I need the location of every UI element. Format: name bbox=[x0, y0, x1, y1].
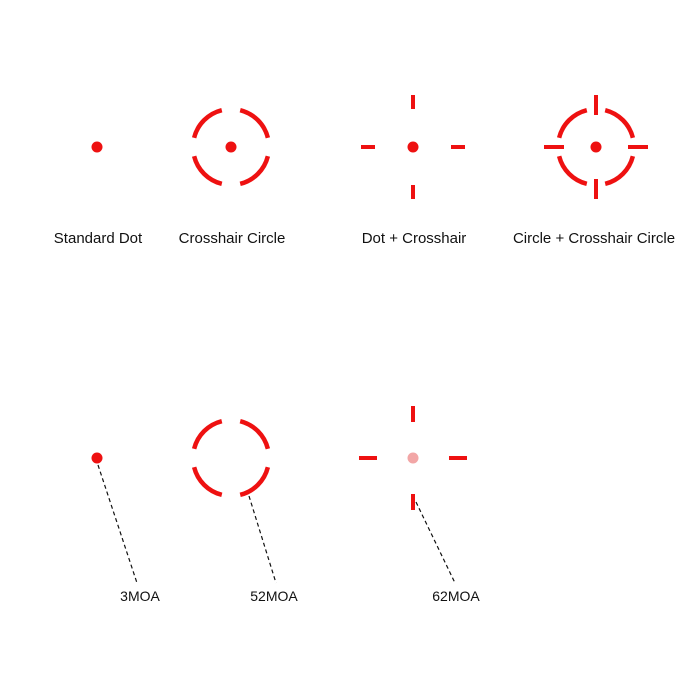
center-dot bbox=[91, 141, 103, 153]
circle-arc-segment bbox=[191, 155, 223, 187]
center-dot bbox=[91, 452, 103, 464]
reticle-label-dot-crosshair: Dot + Crosshair bbox=[361, 230, 467, 247]
reticle-label-crosshair-circle: Crosshair Circle bbox=[178, 230, 286, 247]
crosshair-ticks bbox=[359, 406, 467, 510]
dot-reticle-icon bbox=[91, 141, 103, 153]
circle-arc-segment bbox=[191, 107, 223, 139]
circle-arc-segment bbox=[604, 107, 636, 139]
circle-arc-segment bbox=[239, 107, 271, 139]
leader-line-52moa bbox=[248, 495, 277, 584]
circle-arc-segment bbox=[556, 155, 588, 187]
center-dot bbox=[590, 141, 602, 153]
circle-arc-segment bbox=[191, 466, 223, 498]
circle-dot-reticle-icon bbox=[191, 107, 271, 187]
crosshair-ticks bbox=[361, 95, 465, 199]
crosshair-ticks bbox=[544, 95, 648, 199]
circle-only-icon bbox=[191, 418, 271, 498]
dot-only-icon bbox=[91, 452, 103, 464]
center-dot bbox=[225, 141, 237, 153]
circle-arc-segment bbox=[239, 155, 271, 187]
circle-arc-segment bbox=[604, 155, 636, 187]
crosshair-dot-reticle-icon bbox=[361, 95, 465, 199]
segmented-circle bbox=[556, 107, 636, 187]
leader-line-3moa bbox=[97, 464, 138, 584]
center-dot bbox=[407, 141, 419, 153]
circle-arc-segment bbox=[191, 418, 223, 450]
crosshair-only-icon bbox=[359, 406, 467, 510]
circle-crosshair-reticle-icon bbox=[544, 95, 648, 199]
circle-arc-segment bbox=[556, 107, 588, 139]
circle-arc-segment bbox=[239, 418, 271, 450]
reticle-label-circle-crosshair-circle: Circle + Crosshair Circle bbox=[512, 230, 676, 247]
moa-label-52moa: 52MOA bbox=[250, 588, 298, 604]
reticle-label-standard-dot: Standard Dot bbox=[53, 230, 143, 247]
moa-label-62moa: 62MOA bbox=[432, 588, 480, 604]
faded-center-dot bbox=[407, 452, 419, 464]
segmented-circle bbox=[191, 107, 271, 187]
leader-line-62moa bbox=[415, 501, 456, 584]
moa-label-3moa: 3MOA bbox=[120, 588, 160, 604]
circle-arc-segment bbox=[239, 466, 271, 498]
segmented-circle bbox=[191, 418, 271, 498]
